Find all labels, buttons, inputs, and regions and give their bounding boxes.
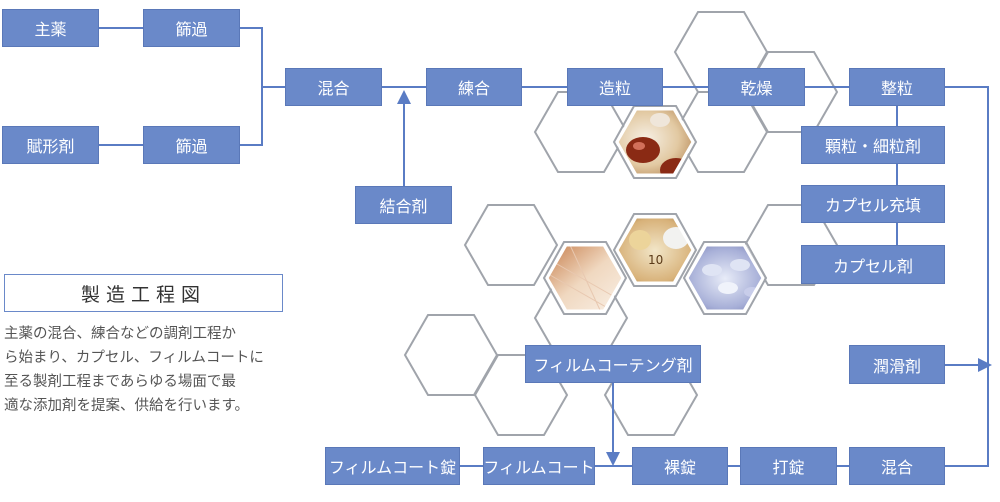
description-line: 至る製剤工程まであらゆる場面で最 (4, 374, 236, 390)
node-film-coated-tablet: フィルムコート錠 (325, 447, 460, 485)
granules-photo (542, 241, 628, 315)
diagram-title: 製造工程図 (4, 274, 283, 312)
description: 主薬の混合、練合などの調剤工程か ら始まり、カプセル、フィルムコートに 至る製剤… (4, 322, 294, 418)
node-excipient: 賦形剤 (2, 126, 99, 164)
node-sizing: 整粒 (849, 68, 945, 106)
node-plain-tablet: 裸錠 (632, 447, 728, 485)
node-binder: 結合剤 (355, 186, 452, 224)
node-mixing-1: 混合 (285, 68, 382, 106)
node-kneading: 練合 (426, 68, 522, 106)
node-film-coat: フィルムコート (483, 447, 595, 485)
node-granulation: 造粒 (567, 68, 663, 106)
red-pills-photo (612, 105, 698, 179)
node-sieve-1: 篩過 (143, 9, 240, 47)
description-line: ら始まり、カプセル、フィルムコートに (4, 350, 264, 366)
node-capsules: カプセル剤 (801, 245, 945, 284)
tablets-photo: 10 (612, 213, 698, 287)
node-granules: 顆粒・細粒剤 (801, 126, 945, 164)
capsules-photo (682, 241, 768, 315)
node-mixing-2: 混合 (849, 447, 945, 485)
svg-text:10: 10 (648, 253, 663, 267)
description-line: 主薬の混合、練合などの調剤工程か (4, 326, 236, 342)
node-drying: 乾燥 (708, 68, 805, 106)
node-capsule-filling: カプセル充填 (801, 185, 945, 223)
flow-arrows (397, 90, 992, 466)
node-film-coating-agent: フィルムコーテング剤 (525, 345, 701, 383)
node-sieve-2: 篩過 (143, 126, 240, 164)
flow-lines (99, 27, 989, 467)
node-main-drug: 主薬 (2, 9, 99, 47)
node-tableting: 打錠 (740, 447, 837, 485)
node-lubricant: 潤滑剤 (849, 345, 945, 384)
description-line: 適な添加剤を提案、供給を行います。 (4, 398, 250, 414)
